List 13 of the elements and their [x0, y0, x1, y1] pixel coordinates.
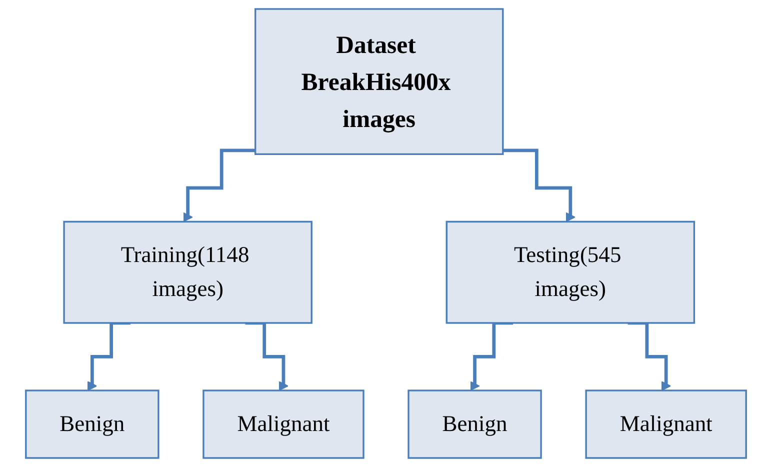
arrow [502, 148, 576, 222]
arrow [628, 321, 672, 391]
arrow [245, 321, 288, 391]
node-box: Benign [25, 390, 160, 459]
node-box: Malignant [202, 390, 364, 459]
arrow [87, 321, 130, 391]
node-box: Testing(545 images) [446, 220, 696, 324]
arrow [470, 321, 514, 391]
node-box: Benign [408, 390, 542, 459]
node-box: Malignant [585, 390, 747, 459]
node-box: Training(1148 images) [63, 220, 312, 324]
node-box: Dataset BreakHis400x images [254, 8, 504, 155]
arrow [182, 148, 256, 222]
